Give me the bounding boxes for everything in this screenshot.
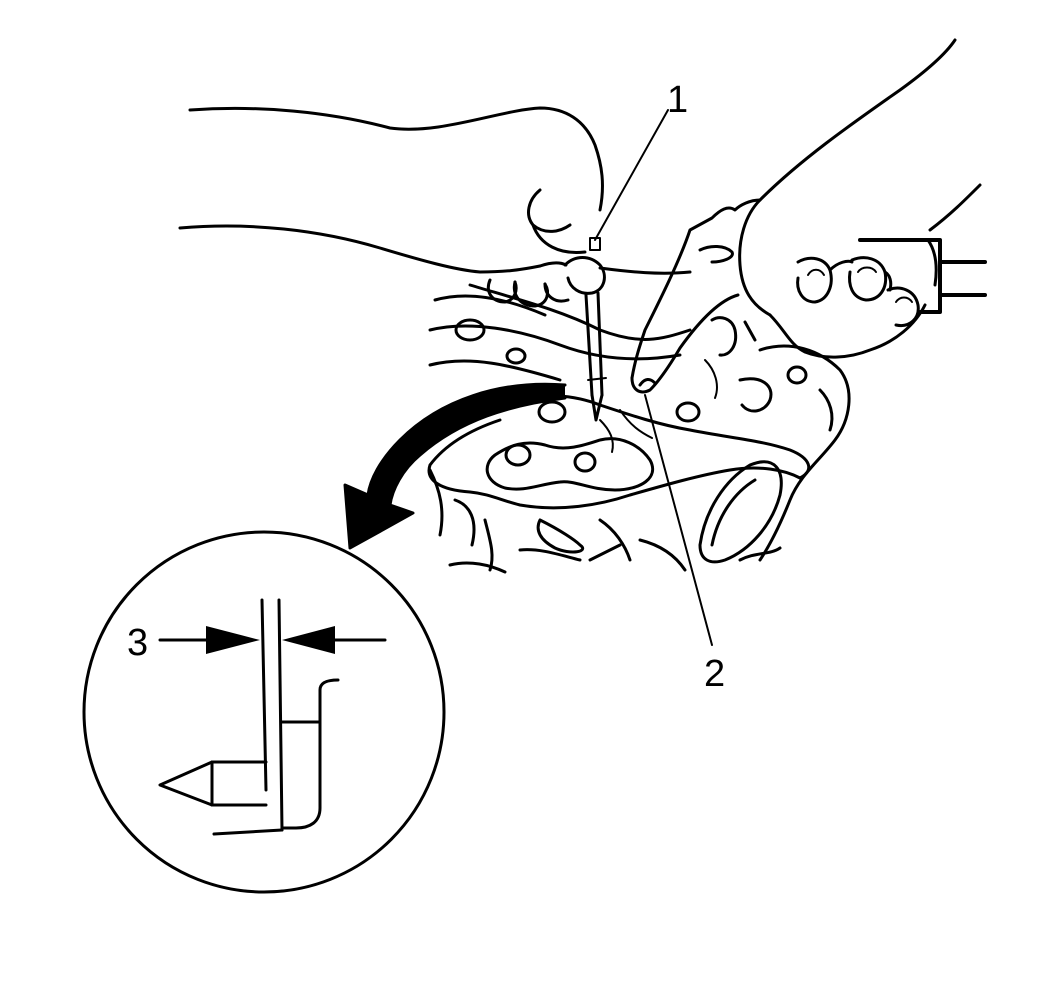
detail-view <box>82 530 446 894</box>
left-hand <box>178 106 692 308</box>
engine-component <box>427 283 851 574</box>
leader-lines <box>594 109 713 646</box>
callout-1: 1 <box>667 79 688 121</box>
right-hand <box>738 38 987 359</box>
dimension-arrow-icon <box>158 626 387 654</box>
scribe-tool <box>584 237 607 422</box>
feeler-gauge <box>630 198 762 394</box>
callout-2: 2 <box>704 653 725 695</box>
callout-3: 3 <box>127 622 148 664</box>
curved-arrow-icon <box>343 382 567 550</box>
